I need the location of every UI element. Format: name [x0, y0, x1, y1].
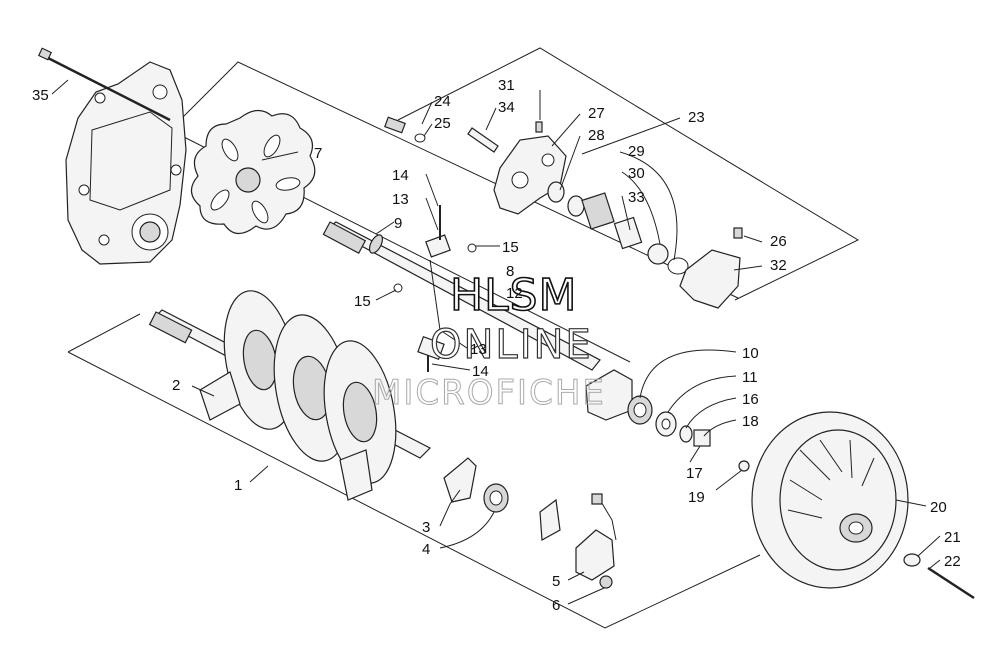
speed-sensor [539, 493, 617, 589]
callout-14-lower: 14 [472, 363, 489, 380]
chain-case-housing [65, 61, 187, 265]
callout-16: 16 [742, 391, 759, 408]
brake-disc [190, 109, 316, 235]
upper-shaft [322, 221, 601, 371]
callout-2: 2 [172, 377, 180, 394]
watermark-line-2: ONLINE [430, 322, 593, 368]
bearing-flange [585, 369, 750, 472]
callout-18: 18 [742, 413, 759, 430]
callout-8: 8 [506, 263, 514, 280]
callout-29: 29 [628, 143, 645, 160]
shaft-bracket [393, 205, 481, 372]
callout-labels: 35 24 25 31 34 27 28 29 30 33 23 26 32 7… [32, 77, 961, 614]
bearing-retainer [443, 457, 509, 513]
callout-15-right: 15 [502, 239, 519, 256]
callout-22: 22 [944, 553, 961, 570]
callout-11: 11 [742, 369, 758, 386]
callout-35: 35 [32, 87, 49, 104]
callout-13-lower: 13 [470, 341, 487, 358]
callout-17: 17 [686, 465, 703, 482]
callout-27: 27 [588, 105, 605, 122]
callout-26: 26 [770, 233, 787, 250]
callout-15-left: 15 [354, 293, 371, 310]
callout-28: 28 [588, 127, 605, 144]
brake-caliper [384, 116, 743, 309]
callout-5: 5 [552, 573, 560, 590]
leader-lines [51, 79, 941, 605]
callout-3: 3 [422, 519, 430, 536]
callout-4: 4 [422, 541, 430, 558]
housing-bolt [37, 47, 171, 122]
callout-30: 30 [628, 165, 645, 182]
callout-32: 32 [770, 257, 787, 274]
callout-21: 21 [944, 529, 961, 546]
drive-shaft-assembly [148, 290, 432, 501]
callout-19: 19 [688, 489, 705, 506]
callout-10: 10 [742, 345, 759, 362]
callout-34: 34 [498, 99, 515, 116]
watermark-line-3: MICROFICHE [372, 373, 606, 413]
callout-14-upper: 14 [392, 167, 409, 184]
callout-24: 24 [434, 93, 451, 110]
callout-23: 23 [688, 109, 705, 126]
watermark-line-1: HLSM [450, 270, 578, 321]
driven-pulley [751, 411, 975, 600]
callout-25: 25 [434, 115, 451, 132]
callout-12: 12 [506, 285, 523, 302]
callout-6: 6 [552, 597, 560, 614]
callout-1: 1 [234, 477, 242, 494]
callout-33: 33 [628, 189, 645, 206]
callout-20: 20 [930, 499, 947, 516]
watermark: HLSM ONLINE MICROFICHE [372, 269, 606, 413]
callout-13-upper: 13 [392, 191, 409, 208]
callout-7: 7 [314, 145, 322, 162]
callout-31: 31 [498, 77, 515, 94]
callout-9: 9 [394, 215, 402, 232]
